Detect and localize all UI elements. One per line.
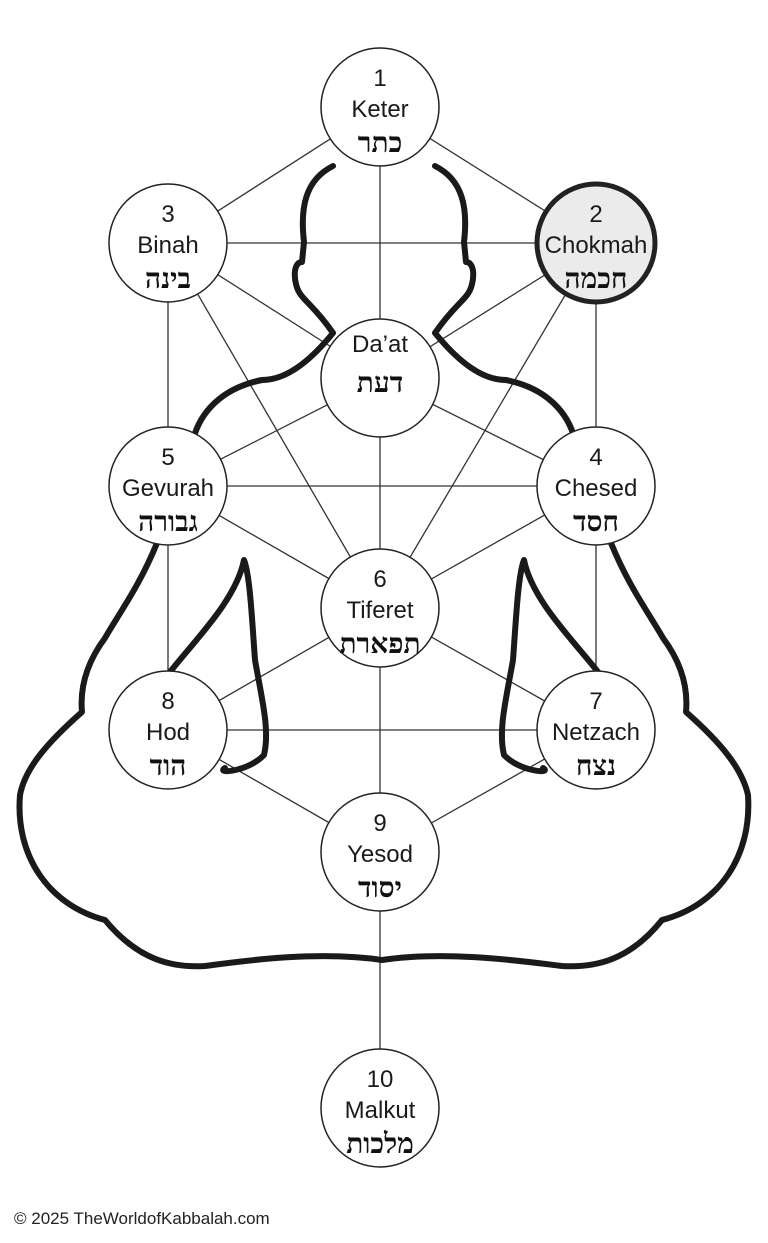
sefirah-name: Malkut <box>345 1097 416 1124</box>
sefirah-number: 4 <box>589 444 602 471</box>
meditating-figure-silhouette <box>16 163 752 970</box>
sefirah-number: 10 <box>367 1066 394 1093</box>
sefirah-hebrew: דעת <box>357 366 403 399</box>
sefirah-name: Gevurah <box>122 475 214 502</box>
sefirah-hebrew: כתר <box>358 126 403 159</box>
sefirah-circle <box>536 670 656 790</box>
sefirah-circle <box>536 426 656 546</box>
sefirah-number: 7 <box>589 688 602 715</box>
path-binah-tiferet <box>167 242 381 609</box>
sefirah-name: Hod <box>146 719 190 746</box>
sefirah-name: Netzach <box>552 719 640 746</box>
sefirah-number: 1 <box>373 65 386 92</box>
sefirah-number: 5 <box>161 444 174 471</box>
sefirah-name: Chesed <box>555 475 638 502</box>
sefirah-hebrew: הוד <box>150 749 187 782</box>
body-outline <box>16 163 752 970</box>
sefirah-number: 2 <box>589 201 602 228</box>
sefirah-daat: Da’at דעת <box>320 318 440 438</box>
sefirah-circle <box>320 1048 440 1168</box>
sefirah-hebrew: חכמה <box>565 262 628 295</box>
sefirah-circle <box>108 670 228 790</box>
sefirah-name: Tiferet <box>346 597 413 624</box>
sefirah-hebrew: מלכות <box>346 1127 414 1160</box>
path-chokmah-tiferet <box>379 242 597 609</box>
sefirah-circle <box>320 792 440 912</box>
sefirah-hebrew: בינה <box>145 262 191 295</box>
sefirah-circle <box>320 47 440 167</box>
sefirah-circle <box>108 183 228 303</box>
sefirah-number: 3 <box>161 201 174 228</box>
copyright-notice: © 2025 TheWorldofKabbalah.com <box>14 1209 270 1228</box>
left-arm-outline <box>167 557 270 775</box>
sefirah-name: Da’at <box>352 331 408 358</box>
sefirah-hebrew: חסד <box>573 505 619 538</box>
sefirah-number: 6 <box>373 566 386 593</box>
sefirah-name: Binah <box>137 232 198 259</box>
sefirah-name: Keter <box>351 96 408 123</box>
sefirah-number: 9 <box>373 810 386 837</box>
sefirah-name: Yesod <box>347 841 413 868</box>
sefirah-name: Chokmah <box>545 232 648 259</box>
sefirah-hebrew: יסוד <box>358 871 402 904</box>
sefirah-circle <box>108 426 228 546</box>
sefirah-circle <box>320 548 440 668</box>
sefirah-hebrew: נצח <box>576 749 616 782</box>
sefirah-hebrew: גבורה <box>138 505 198 538</box>
sefirah-circle <box>534 181 658 305</box>
sefirah-hebrew: תפארת <box>339 627 420 660</box>
sefirah-circle <box>320 318 440 438</box>
right-arm-outline <box>498 557 601 775</box>
sefirah-number: 8 <box>161 688 174 715</box>
